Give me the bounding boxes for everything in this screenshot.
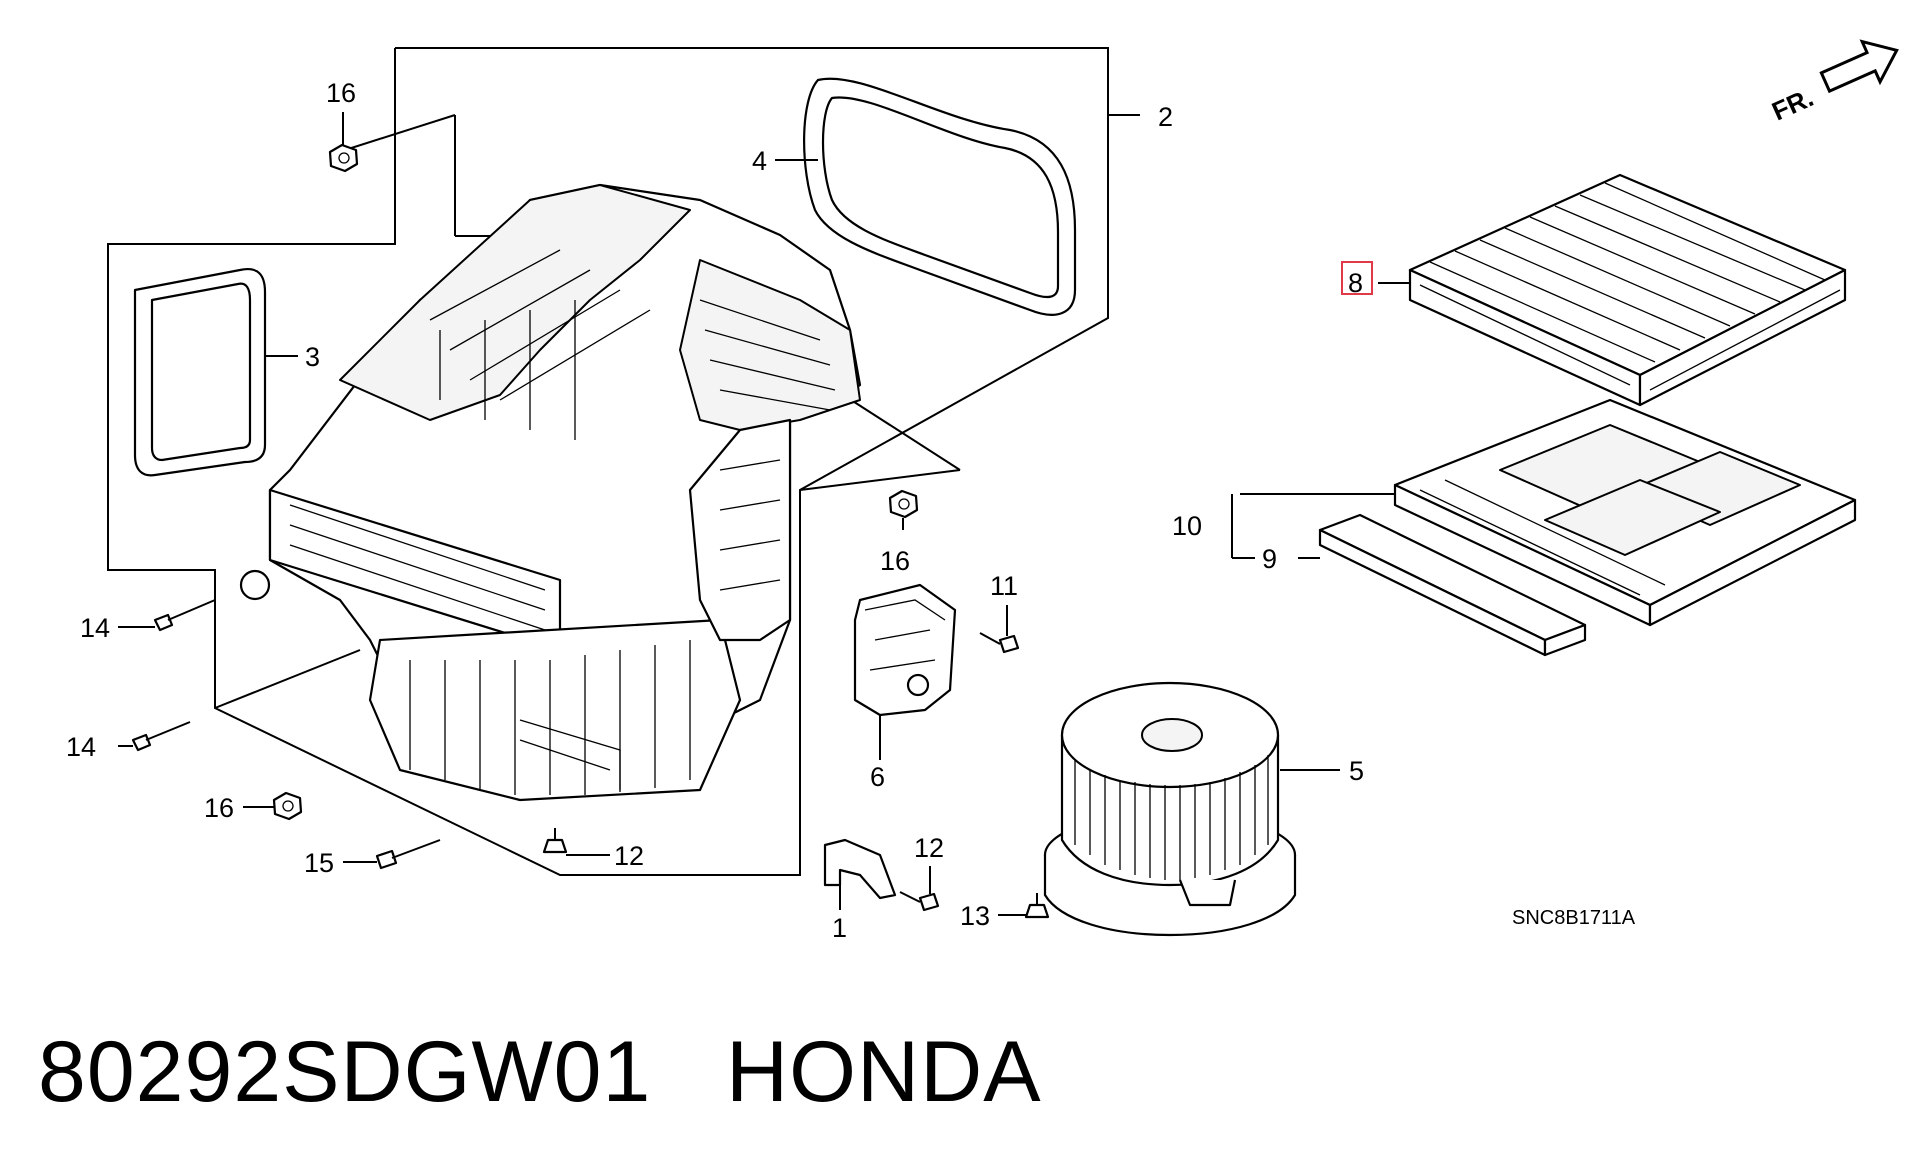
callout-2: 2 <box>1158 102 1173 132</box>
callout-10: 10 <box>1172 511 1202 541</box>
callout-9: 9 <box>1262 544 1277 574</box>
callout-13: 13 <box>960 901 990 931</box>
drawing-code: SNC8B1711A <box>1512 907 1636 929</box>
callout-8: 8 <box>1348 268 1363 298</box>
gasket-3 <box>133 268 267 477</box>
direction-label: FR. <box>1767 82 1817 126</box>
callout-15: 15 <box>304 848 334 878</box>
part-number: 80292SDGW01 <box>38 1024 652 1120</box>
fasteners <box>131 143 1050 919</box>
arrow-right-icon <box>1819 39 1899 94</box>
callout-4: 4 <box>752 146 767 176</box>
actuator-6 <box>853 583 957 760</box>
callout-12-housing: 12 <box>614 841 644 871</box>
cabin-filter-8 <box>1378 173 1847 407</box>
callout-16-mid: 16 <box>880 546 910 576</box>
callout-1: 1 <box>832 913 847 943</box>
filter-seal-9 <box>1298 513 1587 657</box>
callout-14-lower: 14 <box>66 732 96 762</box>
part-caption: 80292SDGW01 HONDA <box>38 1012 1538 1132</box>
callout-12-bracket: 12 <box>914 833 944 863</box>
callout-3: 3 <box>305 342 320 372</box>
caption-spacer <box>651 1024 726 1120</box>
leader-lines <box>118 112 1026 916</box>
gasket-4 <box>803 77 1077 316</box>
bracket-1 <box>823 838 897 910</box>
callout-14-upper: 14 <box>80 613 110 643</box>
blower-housing <box>239 183 862 802</box>
callout-labels: 16 2 4 3 8 10 9 16 11 14 14 6 5 16 12 12… <box>66 78 1636 943</box>
callout-16-left: 16 <box>204 793 234 823</box>
callout-5: 5 <box>1349 756 1364 786</box>
callout-8-highlight <box>1341 261 1373 295</box>
blower-motor-5 <box>1043 681 1340 937</box>
callout-16-top: 16 <box>326 78 356 108</box>
callout-6: 6 <box>870 762 885 792</box>
callout-11: 11 <box>990 571 1018 601</box>
brand-name: HONDA <box>726 1024 1042 1120</box>
filter-frame-10 <box>1240 398 1857 627</box>
front-direction-indicator: FR. <box>1767 39 1899 127</box>
